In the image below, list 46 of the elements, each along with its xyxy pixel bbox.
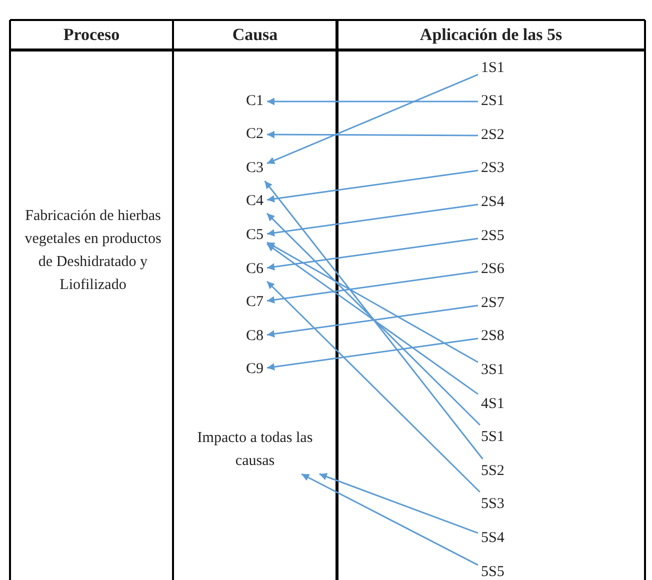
column-header: Aplicación de las 5s: [418, 24, 564, 46]
action-label: 5S2: [478, 458, 508, 484]
arrow: [301, 473, 478, 566]
action-label: 5S5: [478, 560, 508, 580]
action-label: 5S4: [478, 526, 508, 551]
arrow: [267, 98, 478, 106]
action-label: 1S1: [478, 56, 508, 80]
arrow: [266, 270, 478, 304]
arrow: [264, 180, 484, 460]
arrow: [266, 170, 478, 203]
action-label: 2S8: [478, 324, 508, 350]
cause-label: C9: [243, 357, 267, 382]
cause-label: C4: [243, 189, 267, 214]
cause-label: C3: [243, 156, 267, 181]
cause-label: C6: [243, 256, 267, 282]
arrow: [266, 280, 480, 493]
process-description: Fabricación de hierbas vegetales en productos de Deshidratado y Liofilizado: [24, 207, 162, 295]
action-label: 2S6: [478, 257, 508, 282]
action-label: 5S3: [478, 492, 508, 518]
action-label: 2S1: [478, 89, 508, 114]
impact-text: Impacto a todas las causas: [176, 426, 334, 474]
arrow: [319, 473, 478, 534]
action-label: 4S1: [478, 392, 508, 416]
arrow: [267, 130, 478, 138]
action-label: 2S3: [478, 156, 508, 182]
column-header: Causa: [231, 24, 279, 46]
arrow: [266, 74, 478, 164]
action-label: 2S2: [478, 122, 508, 148]
arrow: [266, 238, 478, 271]
cause-label: C8: [243, 324, 267, 349]
arrow: [266, 338, 478, 371]
column-header: Proceso: [62, 24, 121, 46]
arrow: [266, 212, 480, 426]
arrow: [266, 243, 478, 395]
cause-label: C5: [243, 222, 267, 248]
cause-label: C2: [243, 122, 267, 148]
action-label: 2S4: [478, 190, 508, 215]
action-label: 3S1: [478, 358, 508, 383]
action-label: 2S7: [478, 290, 508, 316]
arrow: [266, 242, 478, 363]
arrow: [266, 304, 478, 338]
arrow: [266, 204, 478, 237]
cause-label: C7: [243, 290, 267, 316]
action-label: 2S5: [478, 224, 508, 248]
cause-label: C1: [243, 88, 267, 114]
action-label: 5S1: [478, 425, 508, 450]
